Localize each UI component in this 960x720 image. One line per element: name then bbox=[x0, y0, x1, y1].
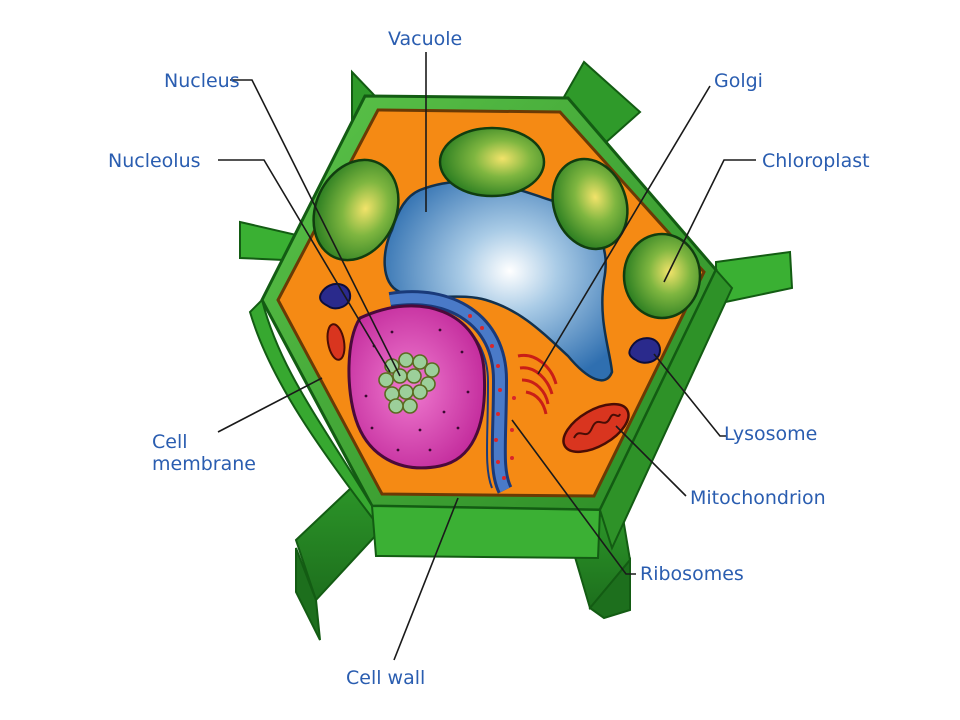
mitochondria bbox=[326, 323, 630, 454]
label-chloroplast: Chloroplast bbox=[762, 150, 870, 172]
label-cell-membrane-2: membrane bbox=[152, 453, 256, 475]
leader-lines bbox=[217, 52, 756, 661]
lysosomes bbox=[319, 283, 662, 364]
label-golgi: Golgi bbox=[714, 70, 763, 92]
label-lysosome: Lysosome bbox=[724, 423, 817, 445]
label-cell-membrane-1: Cell bbox=[152, 431, 188, 453]
leader-mitochondrion bbox=[615, 425, 687, 497]
leader-lysosome bbox=[653, 353, 726, 437]
chromatin-dots bbox=[364, 328, 470, 452]
golgi-body bbox=[517, 353, 558, 415]
chloroplasts bbox=[312, 126, 702, 320]
label-nucleolus: Nucleolus bbox=[108, 150, 201, 172]
label-cell-wall: Cell wall bbox=[346, 667, 425, 689]
leader-nucleus bbox=[230, 79, 401, 377]
nucleolus-cluster bbox=[378, 352, 440, 414]
leader-golgi bbox=[537, 85, 711, 375]
leader-cell-wall bbox=[393, 497, 459, 661]
labels: Vacuole Nucleus Nucleolus Golgi Chloropl… bbox=[108, 28, 870, 689]
label-nucleus: Nucleus bbox=[164, 70, 240, 92]
label-vacuole: Vacuole bbox=[388, 28, 462, 50]
leader-ribosomes bbox=[511, 419, 636, 575]
leader-cell-membrane bbox=[217, 377, 323, 433]
leader-chloroplast bbox=[663, 159, 756, 283]
label-ribosomes: Ribosomes bbox=[640, 563, 744, 585]
label-mitochondrion: Mitochondrion bbox=[690, 487, 826, 509]
leader-nucleolus bbox=[218, 159, 391, 373]
ribosome-dots bbox=[468, 314, 516, 480]
